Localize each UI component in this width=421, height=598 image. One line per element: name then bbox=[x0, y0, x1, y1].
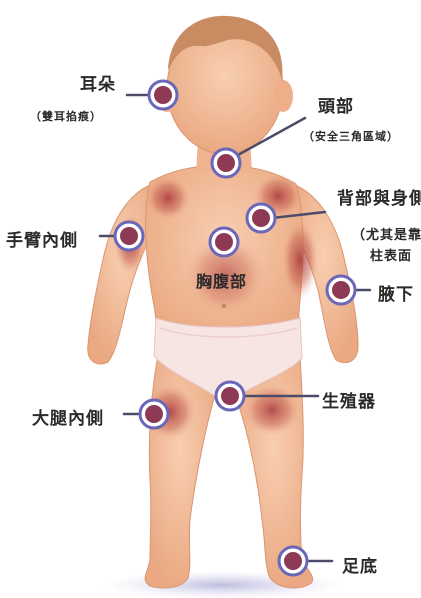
marker-arm bbox=[115, 222, 143, 250]
label-genitals: 生殖器 bbox=[322, 387, 376, 412]
bruise-back-side bbox=[282, 220, 318, 300]
bruise-shoulder-left bbox=[146, 176, 190, 220]
label-back: 背部與身側 bbox=[337, 184, 421, 209]
marker-genitals bbox=[216, 382, 244, 410]
marker-thigh bbox=[140, 400, 168, 428]
label-head: 頭部 bbox=[318, 92, 354, 117]
marker-chest bbox=[210, 228, 238, 256]
label-arm: 手臂內側 bbox=[6, 226, 78, 251]
label-head-note: （安全三角區域） bbox=[303, 128, 399, 144]
right-ear-shape bbox=[273, 80, 293, 112]
label-thigh: 大腿內側 bbox=[32, 404, 104, 429]
label-ear-note: （雙耳掐痕） bbox=[30, 108, 102, 124]
marker-armpit bbox=[327, 276, 355, 304]
marker-back bbox=[247, 204, 275, 232]
label-armpit: 腋下 bbox=[378, 280, 421, 305]
marker-foot bbox=[279, 547, 307, 575]
bruise-thigh-right bbox=[244, 384, 300, 436]
label-ear: 耳朵 bbox=[80, 70, 116, 95]
marker-ear bbox=[149, 81, 177, 109]
label-foot: 足底 bbox=[342, 552, 378, 577]
label-back-note-2: 柱表面 bbox=[370, 245, 421, 264]
label-back-note: （尤其是靠 bbox=[352, 224, 421, 243]
label-chest: 胸腹部 bbox=[196, 268, 247, 292]
marker-head bbox=[212, 149, 240, 177]
